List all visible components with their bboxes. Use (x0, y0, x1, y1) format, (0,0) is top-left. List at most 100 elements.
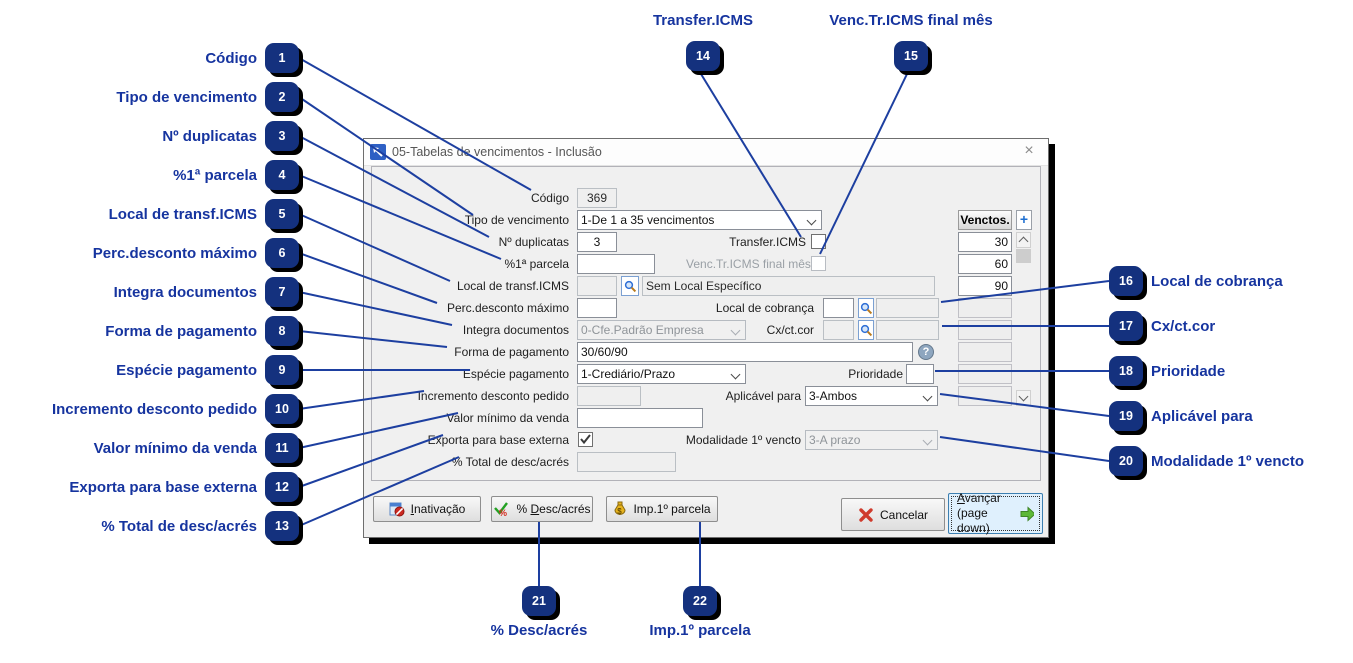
local-transf-icms-code (577, 276, 617, 296)
venc-tr-icms-checkbox (811, 256, 826, 271)
scroll-up-icon[interactable] (1016, 232, 1031, 248)
incremento-desconto-label: Incremento desconto pedido (417, 389, 569, 403)
integra-documentos-label: Integra documentos (462, 323, 569, 337)
scroll-down-icon[interactable] (1016, 390, 1031, 406)
badge-2: 2 (265, 82, 299, 112)
local-transf-icms-desc: Sem Local Específico (642, 276, 935, 296)
local-cobranca-label: Local de cobrança (715, 301, 814, 315)
vencto-cell[interactable]: 90 (958, 276, 1012, 296)
incremento-desconto-field (577, 386, 641, 406)
annotation-imp-parcela: 22 Imp.1º parcela (640, 586, 760, 639)
chevron-down-icon (730, 369, 741, 380)
badge-18: 18 (1109, 356, 1143, 386)
chevron-down-icon (922, 391, 933, 402)
vencto-cell (958, 364, 1012, 384)
close-icon[interactable]: × (1024, 142, 1034, 159)
cx-ct-cor-code (823, 320, 854, 340)
imp-parcela-button[interactable]: $ Imp.1º parcela (606, 496, 718, 522)
badge-9: 9 (265, 355, 299, 385)
search-icon[interactable] (858, 320, 874, 340)
svg-text:$: $ (618, 507, 623, 516)
transfer-icms-checkbox[interactable] (811, 234, 826, 249)
search-icon[interactable] (858, 298, 874, 318)
venc-tr-icms-label: Venc.Tr.ICMS final mês (686, 257, 811, 271)
codigo-field: 369 (577, 188, 617, 208)
tipo-vencimento-label: Tipo de vencimento (464, 213, 569, 227)
chevron-down-icon (806, 215, 817, 226)
help-icon[interactable]: ? (918, 344, 934, 360)
vencto-cell (958, 386, 1012, 406)
valor-minimo-label: Valor mínimo da venda (446, 411, 569, 425)
badge-22: 22 (683, 586, 717, 616)
prioridade-input[interactable] (906, 364, 934, 384)
money-bag-icon: $ (614, 501, 626, 516)
exporta-base-externa-checkbox[interactable] (578, 432, 593, 447)
forma-pagamento-label: Forma de pagamento (454, 345, 569, 359)
check-icon (580, 434, 591, 445)
especie-pagamento-label: Espécie pagamento (462, 367, 569, 381)
cancel-x-icon (859, 507, 873, 522)
aplicavel-para-select[interactable]: 3-Ambos (805, 386, 938, 406)
avancar-button[interactable]: Avançar(page down) (948, 491, 1043, 535)
annotation-venc-tr-icms: Venc.Tr.ICMS final mês 15 (806, 12, 1016, 71)
valor-minimo-input[interactable] (577, 408, 703, 428)
chevron-down-icon (922, 435, 933, 446)
badge-5: 5 (265, 199, 299, 229)
app-icon (370, 144, 386, 160)
desc-acres-button[interactable]: % % Desc/acrés (491, 496, 593, 522)
add-vencto-button[interactable]: + (1016, 210, 1032, 230)
scrollbar-thumb[interactable] (1016, 249, 1031, 263)
tipo-vencimento-select[interactable]: 1-De 1 a 35 vencimentos (577, 210, 822, 230)
inativacao-button[interactable]: Inativação (373, 496, 481, 522)
especie-pagamento-select[interactable]: 1-Crediário/Prazo (577, 364, 746, 384)
search-icon[interactable] (621, 276, 639, 296)
num-duplicatas-label: Nº duplicatas (498, 235, 569, 249)
title-bar[interactable]: 05-Tabelas de vencimentos - Inclusão × (364, 139, 1048, 166)
perc-desconto-maximo-label: Perc.desconto máximo (446, 301, 569, 315)
num-duplicatas-input[interactable] (577, 232, 617, 252)
local-cobranca-input[interactable] (823, 298, 854, 318)
vencto-cell[interactable]: 30 (958, 232, 1012, 252)
pct-total-desc-label: % Total de desc/acrés (451, 455, 569, 469)
badge-13: 13 (265, 511, 299, 541)
badge-4: 4 (265, 160, 299, 190)
badge-17: 17 (1109, 311, 1143, 341)
perc-desconto-maximo-input[interactable] (577, 298, 617, 318)
badge-11: 11 (265, 433, 299, 463)
percent-check-icon: % (494, 502, 509, 517)
transfer-icms-label: Transfer.ICMS (729, 235, 806, 249)
annotation-transfer-icms: Transfer.ICMS 14 (633, 12, 773, 71)
local-transf-icms-label: Local de transf.ICMS (456, 279, 569, 293)
annotation-desc-acres: 21 % Desc/acrés (479, 586, 599, 639)
prioridade-label: Prioridade (848, 367, 903, 381)
vencto-cell[interactable]: 60 (958, 254, 1012, 274)
badge-7: 7 (265, 277, 299, 307)
forma-pagamento-input[interactable] (577, 342, 913, 362)
badge-8: 8 (265, 316, 299, 346)
badge-21: 21 (522, 586, 556, 616)
badge-19: 19 (1109, 401, 1143, 431)
pct-primeira-parcela-label: %1ª parcela (504, 257, 569, 271)
badge-1: 1 (265, 43, 299, 73)
cx-ct-cor-desc (876, 320, 939, 340)
pct-primeira-parcela-input[interactable] (577, 254, 655, 274)
integra-documentos-select: 0-Cfe.Padrão Empresa (577, 320, 746, 340)
cancelar-button[interactable]: Cancelar (841, 498, 945, 531)
local-cobranca-desc (876, 298, 939, 318)
badge-16: 16 (1109, 266, 1143, 296)
cx-ct-cor-label: Cx/ct.cor (766, 323, 814, 337)
vencto-cell (958, 342, 1012, 362)
badge-10: 10 (265, 394, 299, 424)
